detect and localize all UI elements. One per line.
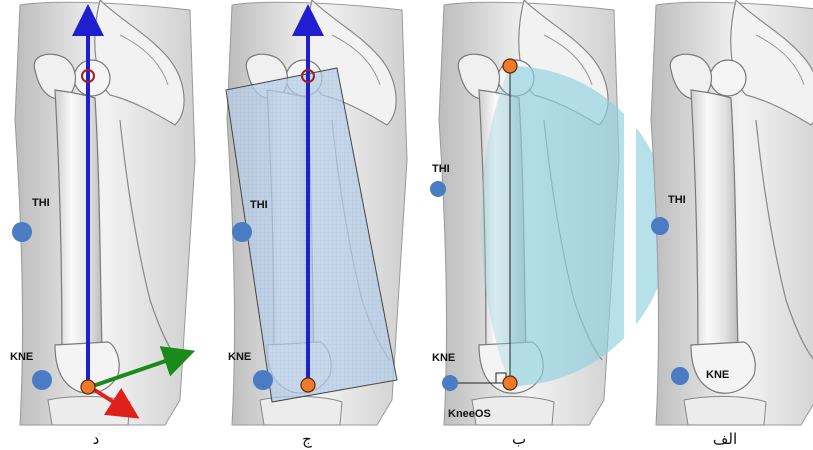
- thi-label: THI: [250, 199, 268, 211]
- knee-center-marker: [301, 378, 315, 392]
- rotation-cone: [510, 66, 670, 386]
- kneeos-label: KneeOS: [448, 408, 491, 420]
- caption-alef: الف: [713, 430, 737, 448]
- hip-center-marker: [503, 59, 517, 73]
- kne-marker: [442, 375, 458, 391]
- kne-marker: [32, 370, 52, 390]
- caption-j: ج: [302, 430, 312, 449]
- thi-marker: [651, 217, 669, 235]
- panel-d: THI KNE: [10, 0, 195, 425]
- thi-label: THI: [668, 194, 686, 206]
- knee-center-marker: [503, 376, 517, 390]
- kne-label: KNE: [432, 352, 455, 364]
- caption-b: ب: [512, 430, 526, 448]
- thi-marker: [232, 222, 252, 242]
- thi-marker: [430, 181, 446, 197]
- knee-center-marker: [81, 380, 95, 394]
- thi-label: THI: [432, 163, 450, 175]
- panel-alef: THI KNE: [651, 0, 813, 425]
- kne-label: KNE: [706, 369, 729, 381]
- thi-label: THI: [32, 197, 50, 209]
- kne-label: KNE: [10, 351, 33, 363]
- caption-d: د: [93, 430, 100, 448]
- thi-marker: [12, 222, 32, 242]
- kne-marker: [253, 370, 273, 390]
- kne-label: KNE: [228, 351, 251, 363]
- panel-j: THI KNE: [226, 0, 407, 425]
- kne-marker: [671, 367, 689, 385]
